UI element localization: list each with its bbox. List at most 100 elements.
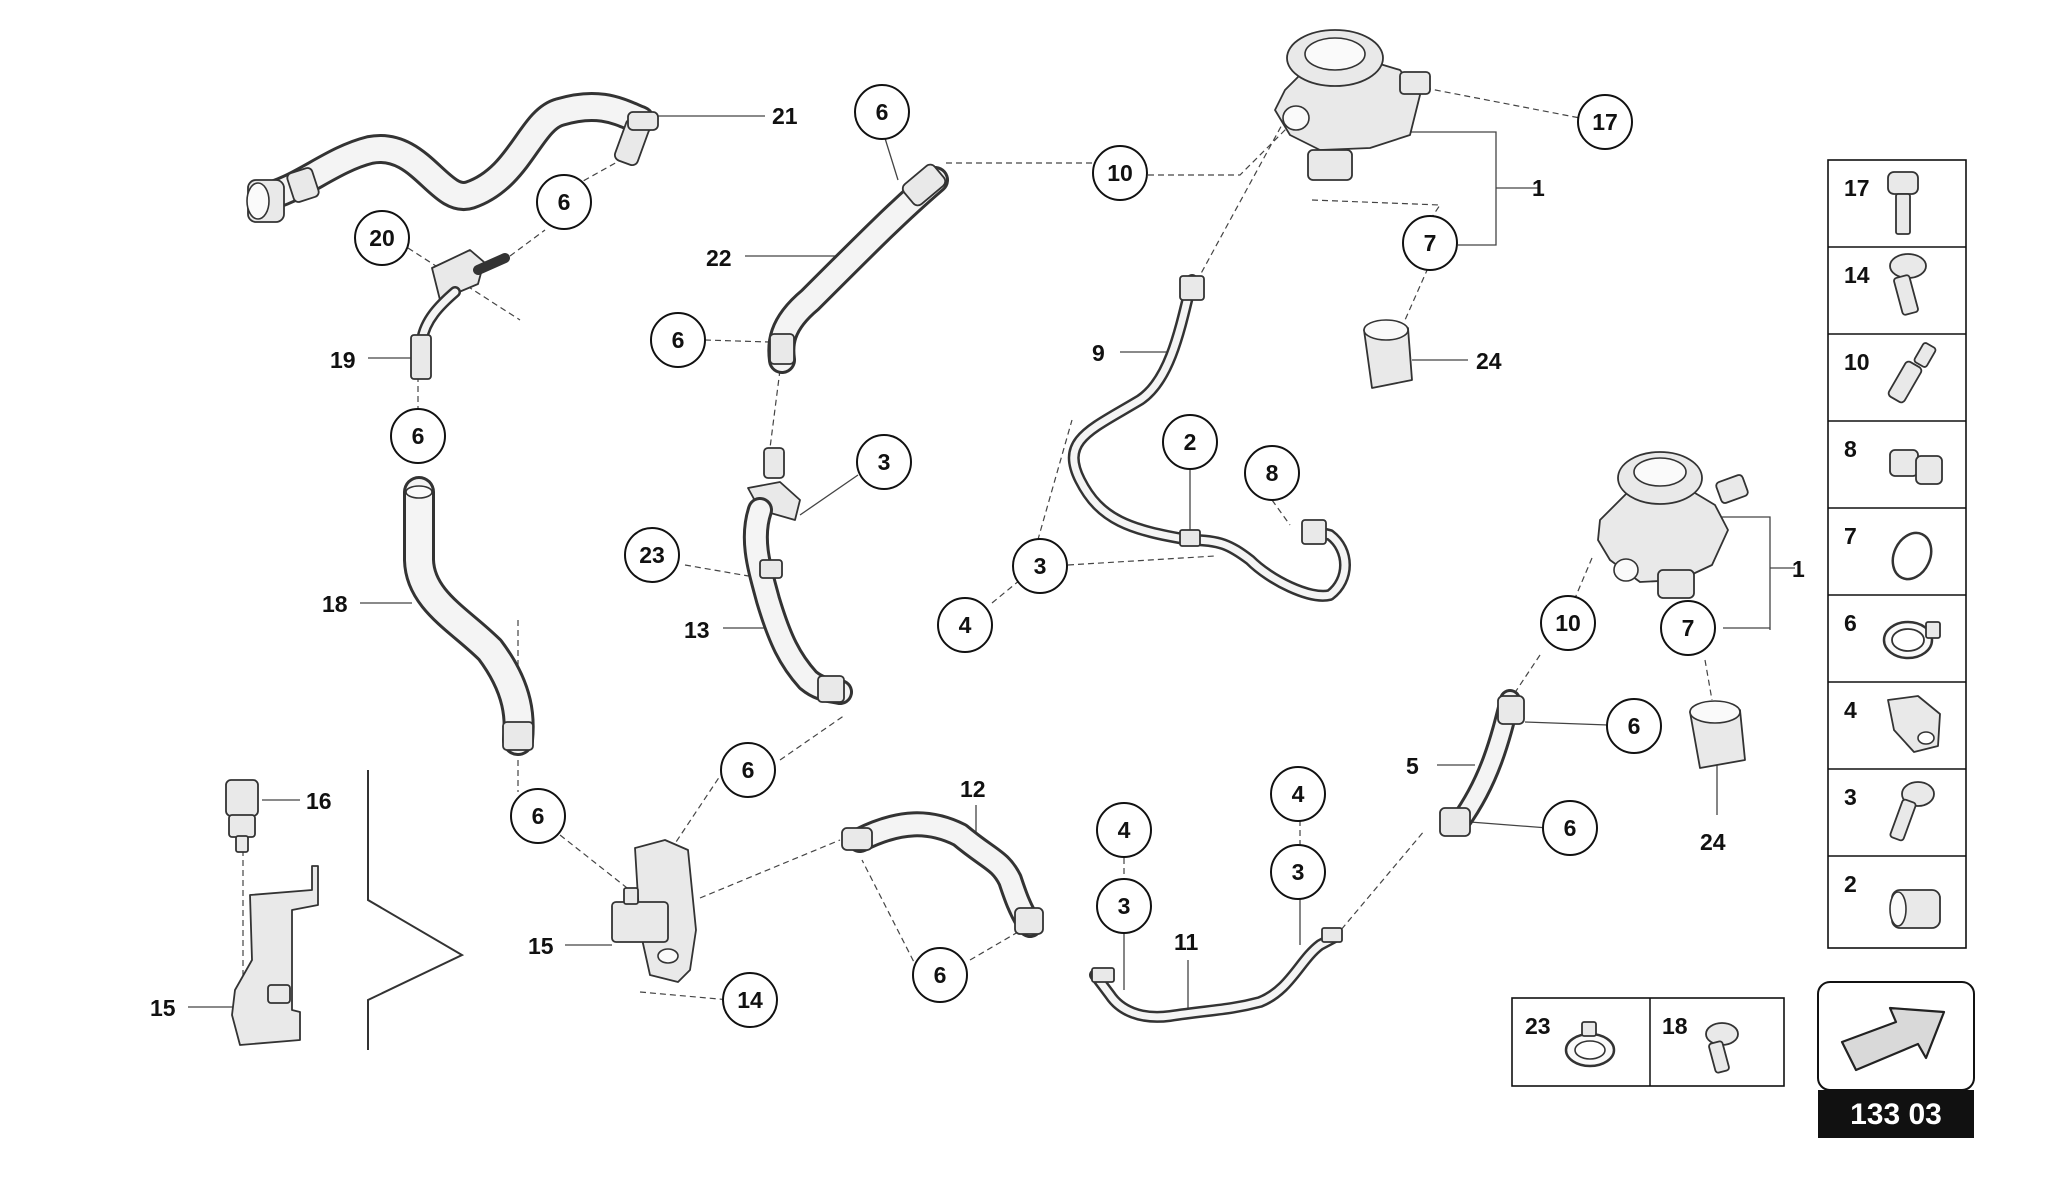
svg-text:23: 23 [1525,1013,1551,1039]
callout-14[interactable]: 14 [722,972,778,1028]
svg-text:18: 18 [1662,1013,1688,1039]
group-separator [367,770,465,1050]
svg-text:1: 1 [1792,556,1805,582]
svg-text:2: 2 [1844,871,1857,897]
callout-24-a[interactable]: 24 [1476,348,1502,374]
flange-bolt-icon [1889,781,1935,842]
callout-24-b[interactable]: 24 [1700,829,1726,855]
o-ring-icon [1891,531,1933,581]
callout-6-h[interactable]: 6 [1606,698,1662,754]
callout-8[interactable]: 8 [1244,445,1300,501]
svg-text:6: 6 [876,99,889,125]
next-page-badge[interactable]: 133 03 [1817,981,1975,1138]
callout-6-c[interactable]: 6 [510,788,566,844]
legend-item-23[interactable]: 23 [1525,1013,1616,1068]
callout-13[interactable]: 13 [684,617,710,643]
sleeve-icon [1889,889,1941,929]
svg-text:1: 1 [1532,175,1545,201]
callout-15-b[interactable]: 15 [528,933,554,959]
legend-item-6[interactable]: 6 [1844,610,1941,660]
callout-4-a[interactable]: 4 [937,597,993,653]
callout-12[interactable]: 12 [960,776,986,802]
callout-6-f[interactable]: 6 [650,312,706,368]
svg-text:14: 14 [1844,262,1870,288]
svg-text:7: 7 [1844,523,1857,549]
svg-text:6: 6 [1564,815,1577,841]
callout-4-b[interactable]: 4 [1096,802,1152,858]
hose-21 [246,91,659,223]
svg-text:4: 4 [1292,781,1305,807]
callout-1-a[interactable]: 1 [1532,175,1545,201]
callout-1-b[interactable]: 1 [1792,556,1805,582]
callout-19[interactable]: 19 [330,347,356,373]
svg-text:18: 18 [322,591,348,617]
svg-text:6: 6 [558,189,571,215]
callout-5[interactable]: 5 [1406,753,1419,779]
svg-text:21: 21 [772,103,798,129]
callout-20[interactable]: 20 [354,210,410,266]
svg-text:8: 8 [1266,460,1279,486]
callout-6-b[interactable]: 6 [390,408,446,464]
legend-item-18[interactable]: 18 [1662,1013,1739,1074]
bolt-icon [1889,253,1927,316]
callout-7-b[interactable]: 7 [1660,600,1716,656]
svg-text:14: 14 [737,987,763,1013]
callout-3-b[interactable]: 3 [1012,538,1068,594]
callout-4-c[interactable]: 4 [1270,766,1326,822]
callout-6-i[interactable]: 6 [1542,800,1598,856]
svg-text:7: 7 [1424,230,1437,256]
callout-18[interactable]: 18 [322,591,348,617]
callout-3-a[interactable]: 3 [856,434,912,490]
callout-10-b[interactable]: 10 [1540,595,1596,651]
svg-text:4: 4 [959,612,972,638]
callout-7-a[interactable]: 7 [1402,215,1458,271]
clip-screw-icon [1705,1022,1739,1074]
pump-1-lower [1597,451,1749,599]
svg-text:4: 4 [1844,697,1857,723]
legend-item-10[interactable]: 10 [1844,342,1937,404]
callout-9[interactable]: 9 [1092,340,1105,366]
callout-15-a[interactable]: 15 [150,995,176,1021]
svg-text:6: 6 [934,962,947,988]
svg-text:4: 4 [1118,817,1131,843]
callout-17[interactable]: 17 [1577,94,1633,150]
svg-text:19: 19 [330,347,356,373]
legend-item-14[interactable]: 14 [1844,253,1927,316]
svg-text:8: 8 [1844,436,1857,462]
pipe-19 [410,249,510,380]
legend-bottom: 23 18 [1511,997,1785,1087]
callout-6-d[interactable]: 6 [720,742,776,798]
connector-icon [1887,342,1937,404]
legend-item-8[interactable]: 8 [1844,436,1943,485]
callout-6-a[interactable]: 6 [536,174,592,230]
svg-text:15: 15 [528,933,554,959]
legend-item-7[interactable]: 7 [1844,523,1938,585]
callout-3-d[interactable]: 3 [1270,844,1326,900]
svg-text:10: 10 [1107,160,1133,186]
hose-22 [767,163,949,374]
valve-15 [611,839,697,983]
svg-text:6: 6 [532,803,545,829]
callouts: 21 6 20 19 6 18 16 15 6 15 14 6 6 12 13 … [150,84,1805,1028]
callout-3-c[interactable]: 3 [1096,878,1152,934]
callout-22[interactable]: 22 [706,245,732,271]
legend-item-4[interactable]: 4 [1844,695,1941,753]
svg-text:12: 12 [960,776,986,802]
legend-item-3[interactable]: 3 [1844,781,1935,842]
callout-6-e[interactable]: 6 [912,947,968,1003]
callout-16[interactable]: 16 [306,788,332,814]
sensor-16 [225,779,259,853]
hose-13 [742,447,853,705]
callout-23[interactable]: 23 [624,527,680,583]
callout-11[interactable]: 11 [1174,929,1199,955]
legend-item-17[interactable]: 17 [1844,171,1919,235]
svg-text:9: 9 [1092,340,1105,366]
callout-6-g[interactable]: 6 [854,84,910,140]
callout-21[interactable]: 21 [772,103,798,129]
svg-text:2: 2 [1184,429,1197,455]
legend-item-2[interactable]: 2 [1844,871,1941,929]
callout-10-a[interactable]: 10 [1092,145,1148,201]
callout-2[interactable]: 2 [1162,414,1218,470]
spring-clamp-icon [1564,1021,1616,1068]
bracket-15-left [231,865,319,1046]
